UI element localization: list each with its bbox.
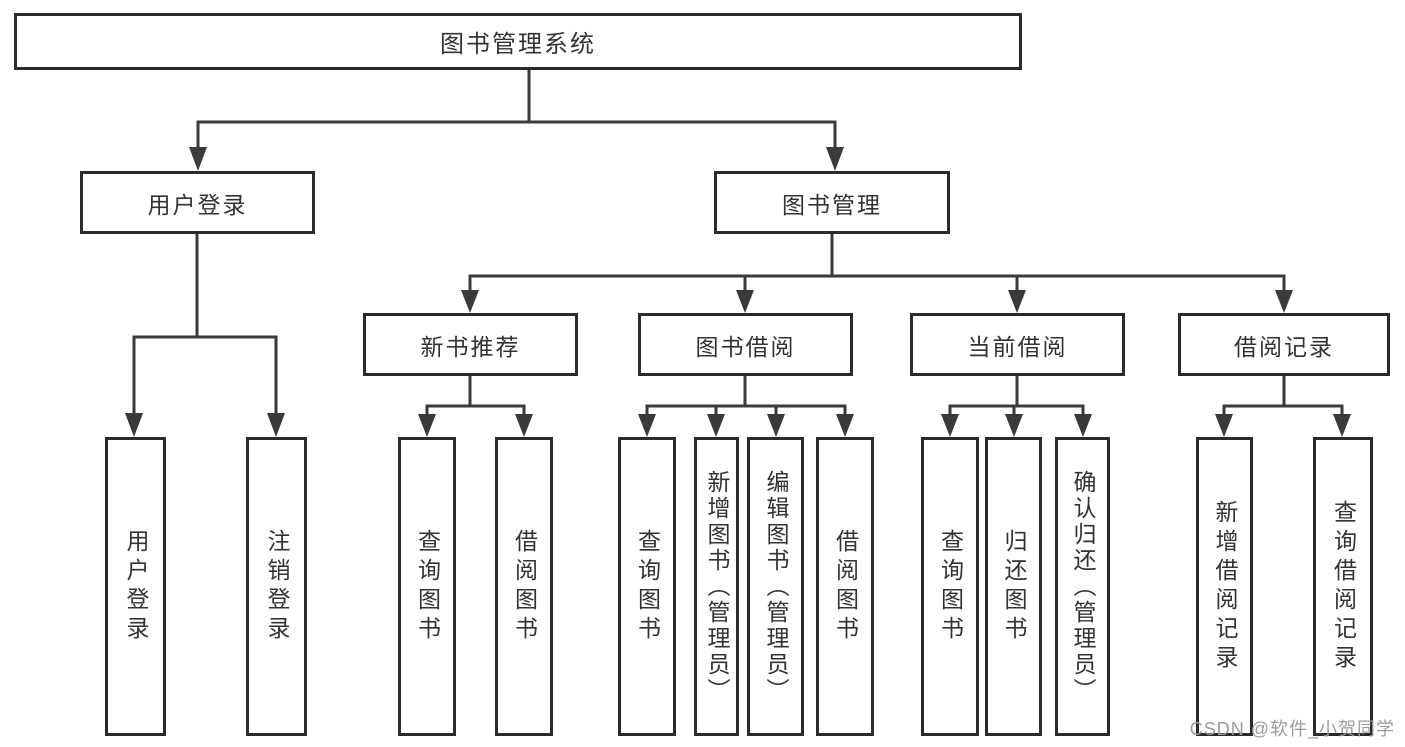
leaf-add-book-admin: 新增图书（管理员） <box>694 437 739 736</box>
node-library-system-label: 图书管理系统 <box>440 31 596 58</box>
arrowheads <box>125 147 1351 437</box>
connector-root <box>196 68 837 152</box>
node-current-borrow-label: 当前借阅 <box>967 333 1068 360</box>
node-book-borrow: 图书借阅 <box>638 313 853 376</box>
node-book-borrow-label: 图书借阅 <box>695 333 796 360</box>
leaf-edit-book-admin: 编辑图书（管理员） <box>747 437 804 736</box>
leaf-confirm-return-admin: 确认归还（管理员） <box>1055 437 1110 736</box>
node-new-book-recommend: 新书推荐 <box>363 313 578 376</box>
leaf-query-books-current-label: 查询图书 <box>937 528 964 645</box>
leaf-borrow-books-label: 借阅图书 <box>832 528 859 645</box>
connector-user-login <box>132 232 278 418</box>
connector-new-book-recommend <box>425 374 526 419</box>
leaf-user-login-label: 用户登录 <box>123 528 149 645</box>
leaf-borrow-books-recommend: 借阅图书 <box>495 437 553 736</box>
node-new-book-recommend-label: 新书推荐 <box>420 333 521 360</box>
leaf-user-login: 用户登录 <box>105 437 166 736</box>
csdn-watermark: CSDN @软件_小贺同学 <box>1189 719 1395 739</box>
connector-borrow-records <box>1222 374 1344 419</box>
leaf-add-borrow-record: 新增借阅记录 <box>1196 437 1253 736</box>
leaf-return-book-label: 归还图书 <box>1001 528 1027 645</box>
leaf-return-book: 归还图书 <box>985 437 1042 736</box>
leaf-logout-label: 注销登录 <box>264 528 290 645</box>
node-book-management-label: 图书管理 <box>782 191 882 218</box>
node-borrow-records-label: 借阅记录 <box>1234 333 1334 360</box>
leaf-confirm-return-admin-label: 确认归还（管理员） <box>1070 469 1096 704</box>
leaf-query-books-recommend-label: 查询图书 <box>414 528 441 645</box>
leaf-add-borrow-record-label: 新增借阅记录 <box>1212 499 1238 674</box>
leaf-query-borrow-record-label: 查询借阅记录 <box>1330 499 1357 674</box>
leaf-borrow-books: 借阅图书 <box>816 437 874 736</box>
leaf-add-book-admin-label: 新增图书（管理员） <box>704 469 730 704</box>
node-book-management: 图书管理 <box>714 171 950 234</box>
leaf-query-books-borrow: 查询图书 <box>618 437 676 736</box>
leaf-query-books-current: 查询图书 <box>921 437 979 736</box>
leaf-logout: 注销登录 <box>246 437 307 736</box>
leaf-borrow-books-recommend-label: 借阅图书 <box>511 528 538 645</box>
leaf-query-books-borrow-label: 查询图书 <box>634 528 661 645</box>
connector-book-borrow <box>645 374 847 419</box>
leaf-query-borrow-record: 查询借阅记录 <box>1313 437 1373 736</box>
node-user-login: 用户登录 <box>80 171 315 234</box>
leaf-edit-book-admin-label: 编辑图书（管理员） <box>763 469 789 704</box>
node-library-system: 图书管理系统 <box>14 13 1022 70</box>
node-current-borrow: 当前借阅 <box>910 313 1125 376</box>
node-borrow-records: 借阅记录 <box>1178 313 1390 376</box>
leaf-query-books-recommend: 查询图书 <box>398 437 456 736</box>
node-user-login-label: 用户登录 <box>147 191 248 218</box>
connector-current-borrow <box>948 374 1085 419</box>
connector-book-management <box>468 232 1286 298</box>
